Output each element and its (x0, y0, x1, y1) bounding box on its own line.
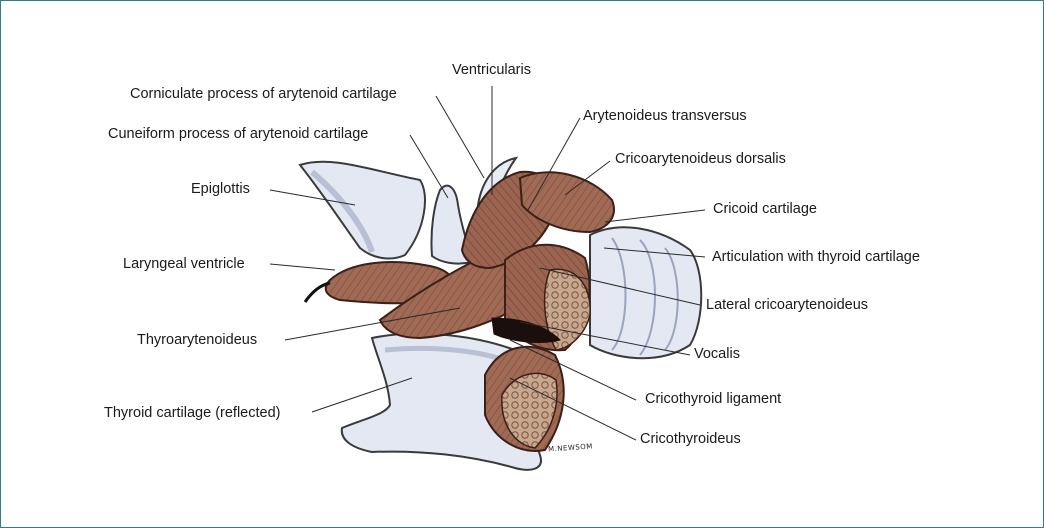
label-corniculate-process: Corniculate process of arytenoid cartila… (130, 86, 397, 102)
label-cuneiform-process: Cuneiform process of arytenoid cartilage (108, 126, 369, 142)
label-laryngeal-ventricle: Laryngeal ventricle (123, 256, 245, 272)
cricoarytenoideus-dorsalis-shape (518, 171, 615, 234)
label-cricoarytenoideus-dorsalis: Cricoarytenoideus dorsalis (615, 151, 786, 167)
leader-lines (269, 86, 706, 441)
label-cricothyroid-ligament: Cricothyroid ligament (645, 391, 782, 407)
label-arytenoideus-transversus: Arytenoideus transversus (583, 108, 747, 124)
label-epiglottis: Epiglottis (191, 181, 250, 197)
vocalis-shape (491, 317, 561, 343)
label-vocalis: Vocalis (694, 346, 740, 362)
label-articulation-thyroid: Articulation with thyroid cartilage (712, 249, 920, 265)
label-cricothyroideus: Cricothyroideus (640, 431, 741, 447)
label-thyroarytenoideus: Thyroarytenoideus (137, 332, 258, 348)
label-lateral-cricoarytenoideus: Lateral cricoarytenoideus (706, 297, 869, 313)
label-ventricularis: Ventricularis (452, 62, 531, 78)
label-cricoid-cartilage: Cricoid cartilage (713, 201, 817, 217)
label-thyroid-cartilage: Thyroid cartilage (reflected) (104, 405, 281, 421)
